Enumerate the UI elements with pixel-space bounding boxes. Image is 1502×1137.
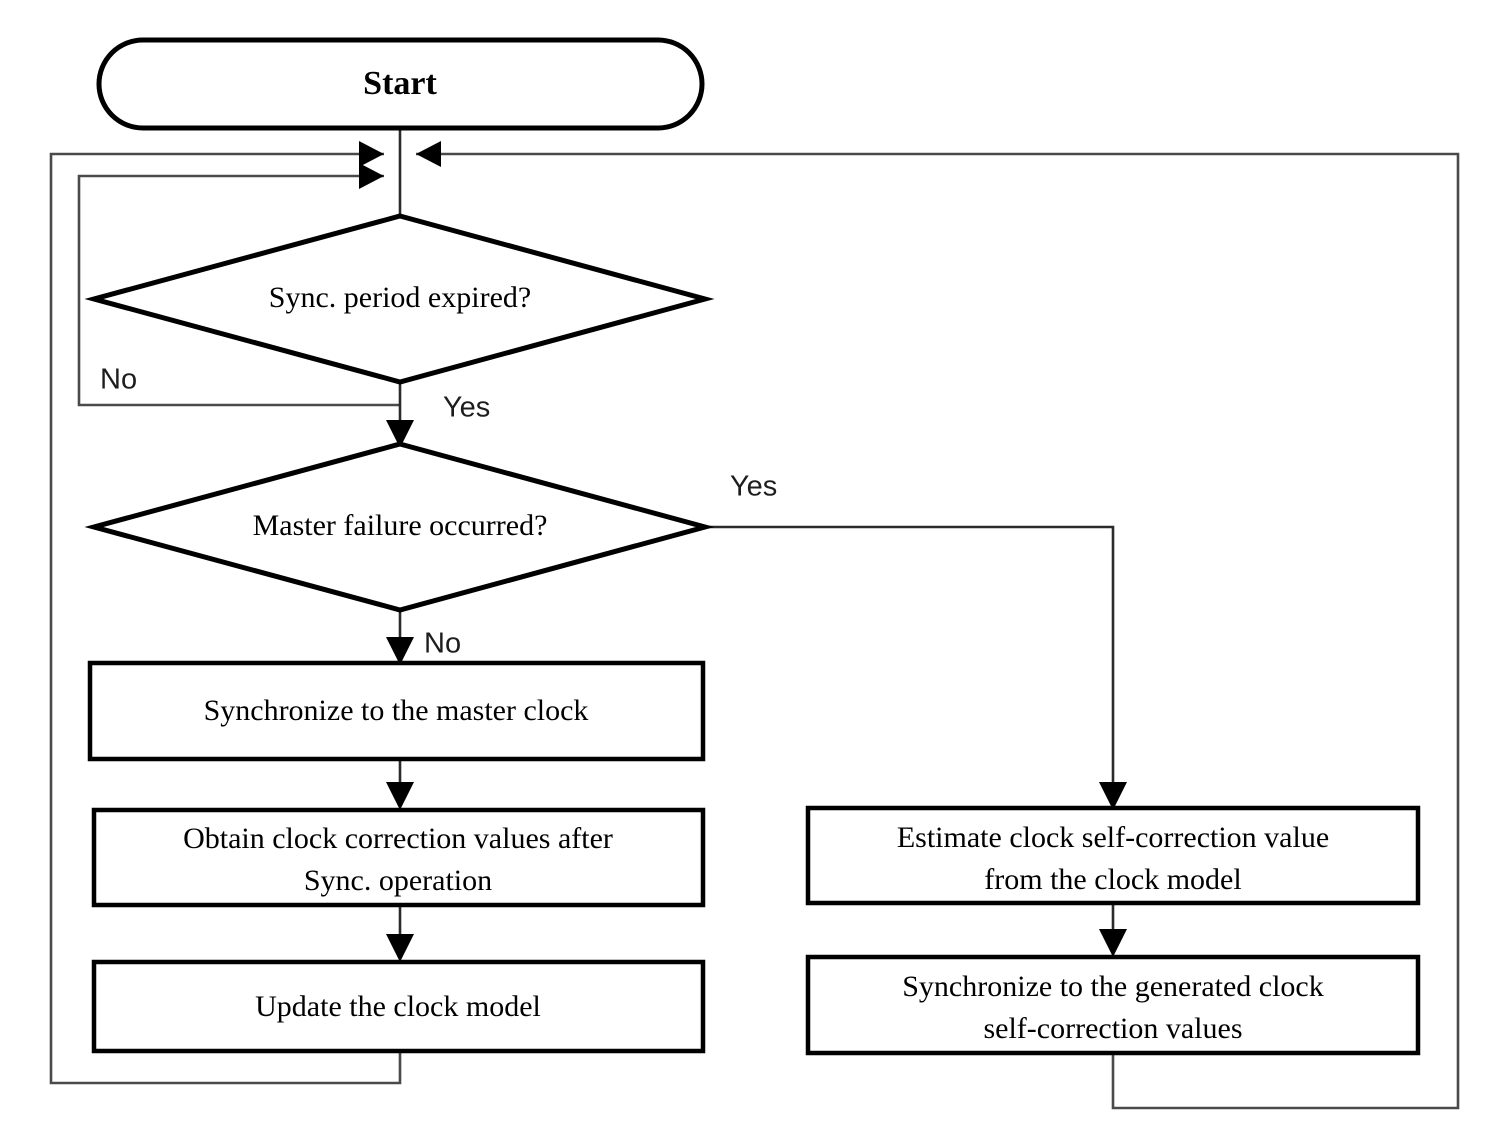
arrow-master-failure-yes <box>1099 782 1127 810</box>
node-decision-master-failure[interactable] <box>84 441 715 613</box>
edge-right-return-loop <box>416 152 1460 1110</box>
node-update-model-label: Update the clock model <box>255 990 541 1023</box>
node-estimate-self-correction-line1: Estimate clock self-correction value <box>897 821 1329 854</box>
edge-label-master-failure-no: No <box>424 628 461 660</box>
arrow-sync-period-no <box>359 163 384 189</box>
edge-label-master-failure-yes: Yes <box>730 471 777 503</box>
arrow-left-return-loop <box>359 141 384 167</box>
node-sync-generated[interactable] <box>805 954 1421 1056</box>
node-start[interactable] <box>96 37 705 131</box>
arrow-sync-period-yes <box>386 420 414 448</box>
node-decision-master-failure-label: Master failure occurred? <box>253 509 548 542</box>
arrow-obtain-to-update <box>386 934 414 962</box>
node-update-model[interactable] <box>91 959 706 1054</box>
node-start-label: Start <box>363 65 437 102</box>
arrow-sync-to-obtain <box>386 782 414 810</box>
edge-label-sync-period-yes: Yes <box>443 392 490 424</box>
edge-master-failure-yes <box>705 525 1115 793</box>
edge-left-return-loop <box>49 152 402 1085</box>
node-estimate-self-correction-line2: from the clock model <box>984 863 1241 896</box>
node-sync-generated-line1: Synchronize to the generated clock <box>902 970 1324 1003</box>
node-sync-master-clock[interactable] <box>87 660 706 762</box>
arrow-master-failure-no <box>386 637 414 665</box>
edge-label-sync-period-no: No <box>100 364 137 396</box>
node-decision-sync-period[interactable] <box>84 213 715 385</box>
node-obtain-correction-line1: Obtain clock correction values after <box>183 822 613 855</box>
arrow-right-return-loop <box>416 141 441 167</box>
node-obtain-correction[interactable] <box>91 807 706 908</box>
node-decision-sync-period-label: Sync. period expired? <box>269 281 531 314</box>
node-sync-master-clock-label: Synchronize to the master clock <box>204 694 589 727</box>
edge-sync-period-no-loop <box>77 174 400 407</box>
arrow-estimate-to-syncgen <box>1099 929 1127 957</box>
node-obtain-correction-line2: Sync. operation <box>304 864 492 897</box>
node-sync-generated-line2: self-correction values <box>983 1012 1242 1045</box>
node-estimate-self-correction[interactable] <box>805 805 1421 906</box>
